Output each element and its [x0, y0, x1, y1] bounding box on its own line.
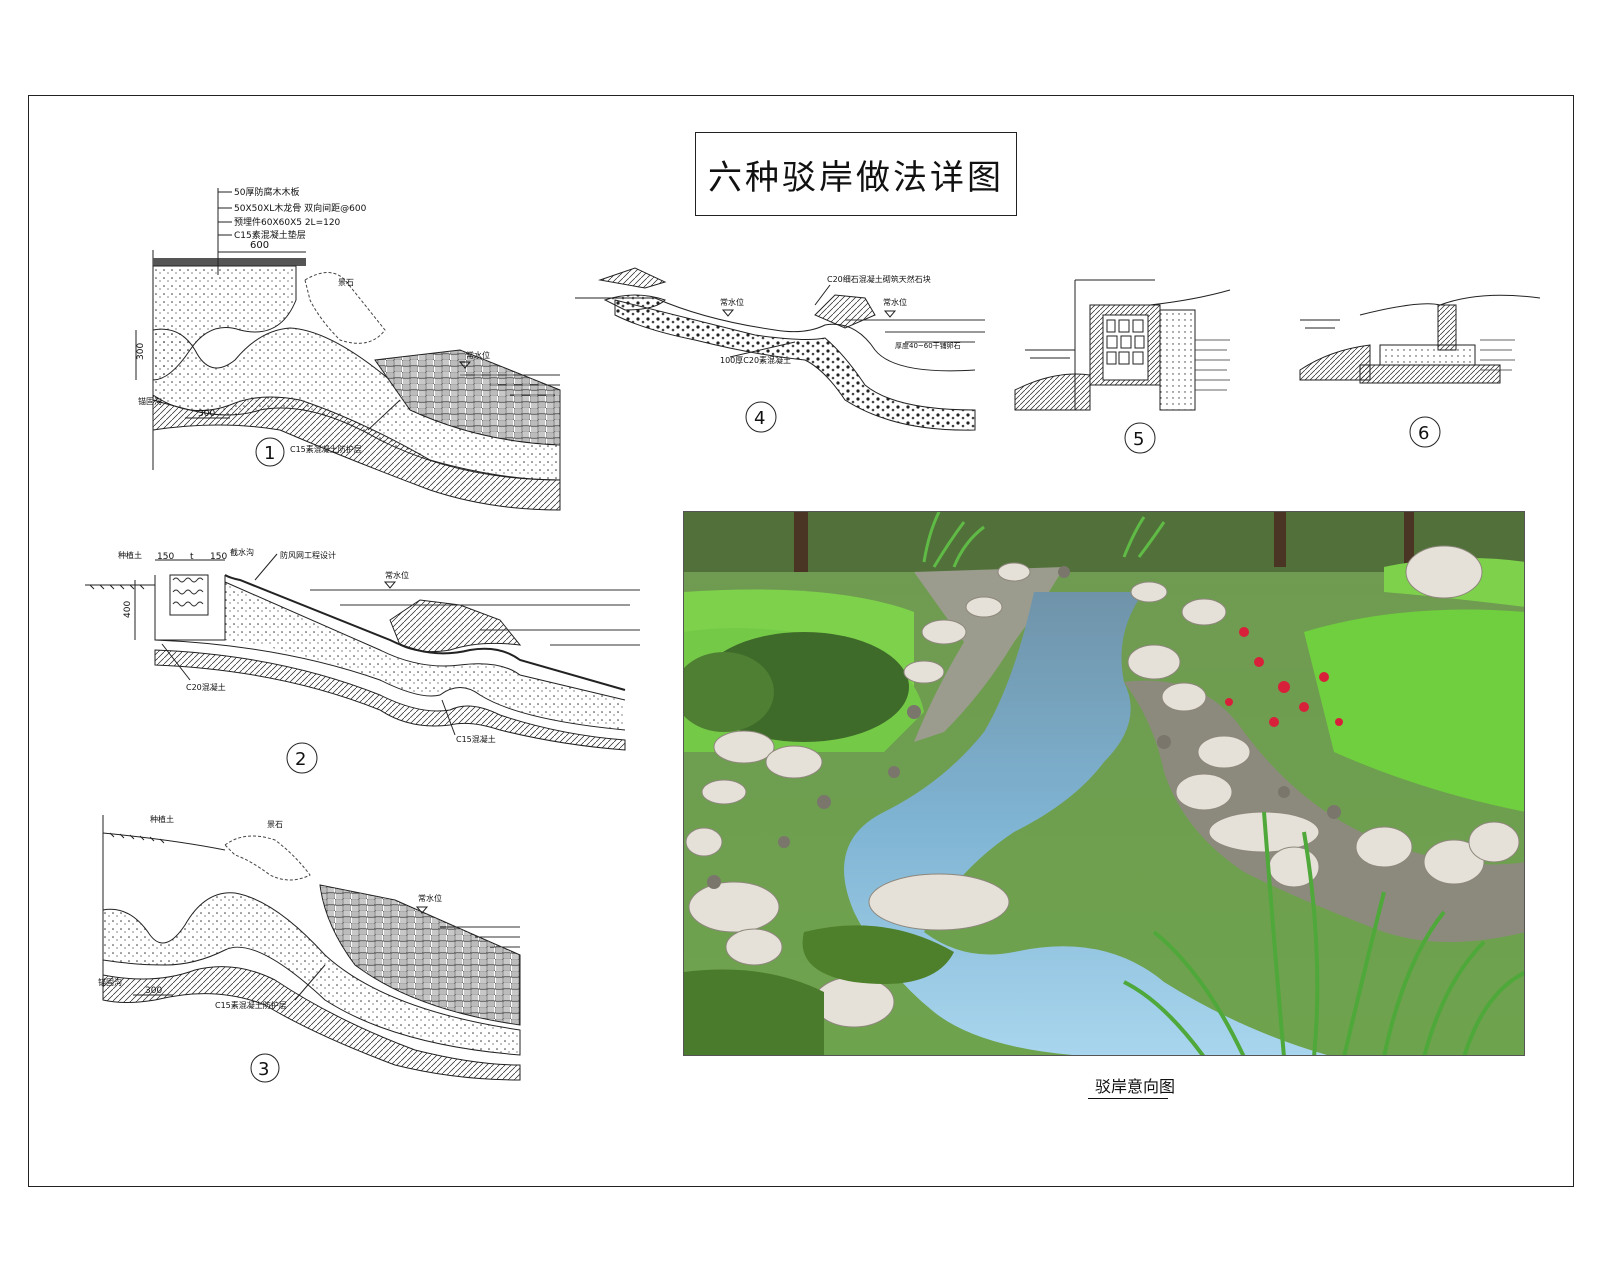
detail-1-dim-top: 600 — [250, 240, 269, 251]
detail-4-label-base: 100厚C20素混凝土 — [720, 355, 791, 365]
drawing-title: 六种驳岸做法详图 — [695, 132, 1017, 216]
detail-4-stone-bed — [614, 299, 976, 431]
detail-1-label-ground: 锚固沟 — [138, 396, 162, 406]
detail-4-label-top: C20细石混凝土砌筑天然石块 — [827, 274, 931, 284]
detail-3-paving — [319, 884, 521, 1026]
detail-6-section: 6 — [1299, 294, 1541, 448]
revetment-photo — [683, 511, 1525, 1056]
detail-4-section: 常水位 C20细石混凝土砌筑天然石块 常水位 厚度40~60干铺卵石 100厚C… — [575, 267, 985, 433]
detail-1-section: 50厚防腐木木板 50X50XL木龙骨 双向间距@600 预埋件60X60X5 … — [135, 186, 561, 511]
detail-2-drain-box — [169, 574, 209, 616]
detail-3-label-soil: 种植土 — [150, 814, 174, 824]
detail-2-label-soil: 种植土 — [118, 550, 142, 560]
detail-3-dim-bottom: 300 — [145, 986, 162, 996]
drawing-frame — [28, 95, 1574, 1187]
detail-2-dim-b: 150 — [210, 552, 227, 562]
detail-4-label-stone: 厚度40~60干铺卵石 — [895, 341, 961, 350]
detail-4-label-water1: 常水位 — [720, 297, 744, 307]
detail-5-number: 5 — [1133, 429, 1144, 450]
detail-1-number: 1 — [264, 443, 275, 464]
photo-caption: 驳岸意向图 — [1094, 1077, 1175, 1096]
detail-3-label-water: 常水位 — [418, 893, 442, 903]
detail-2-rock — [389, 599, 522, 653]
detail-3-label-rock: 景石 — [267, 820, 283, 829]
detail-2-label-water: 常水位 — [385, 570, 409, 580]
detail-3-number: 3 — [258, 1059, 269, 1080]
detail-3-rock — [224, 835, 311, 881]
detail-6-number: 6 — [1418, 423, 1429, 444]
detail-2-label-c20: C20混凝土 — [186, 682, 226, 692]
detail-1-deck — [153, 258, 306, 266]
detail-2-dim-a: 150 — [157, 552, 174, 562]
detail-2-section: 种植土 150 t 150 截水沟 常水位 防风网工程设计 400 C20混凝土… — [85, 547, 640, 774]
detail-3-label-c15: C15素混凝土防护层 — [215, 1000, 287, 1010]
detail-4-label-water2: 常水位 — [883, 297, 907, 307]
detail-1-dim-bottom: 300 — [198, 409, 215, 419]
detail-3-section: 种植土 景石 常水位 锚固沟 300 C15素混凝土防护层 3 — [98, 814, 521, 1083]
detail-1-label-rock: 景石 — [338, 278, 354, 287]
detail-2-number: 2 — [295, 749, 306, 770]
detail-1-spec-2: 50X50XL木龙骨 双向间距@600 — [234, 202, 367, 214]
detail-1-paving — [374, 349, 561, 446]
detail-1-spec-3: 预埋件60X60X5 2L=120 — [234, 216, 341, 228]
detail-1-label-water: 常水位 — [466, 350, 490, 360]
detail-1-label-c15: C15素混凝土防护层 — [290, 444, 362, 454]
detail-4-number: 4 — [754, 408, 765, 429]
detail-3-label-ground: 锚固沟 — [98, 977, 122, 987]
photo-caption-underline — [1088, 1098, 1168, 1099]
detail-1-dim-side: 300 — [136, 343, 146, 360]
detail-2-dim-t: t — [190, 552, 194, 562]
stream-water — [844, 592, 1328, 1055]
detail-2-label-c15: C15混凝土 — [456, 734, 496, 744]
detail-2-dim-side: 400 — [123, 601, 133, 618]
detail-2-label-mesh: 防风网工程设计 — [280, 550, 336, 560]
detail-1-spec-4: C15素混凝土垫层 — [234, 229, 306, 241]
detail-5-section: 5 — [1014, 279, 1231, 454]
detail-1-rock — [304, 272, 386, 344]
detail-6-wall — [1437, 304, 1457, 351]
detail-1-spec-1: 50厚防腐木木板 — [234, 186, 299, 198]
detail-2-label-drain: 截水沟 — [230, 547, 254, 557]
